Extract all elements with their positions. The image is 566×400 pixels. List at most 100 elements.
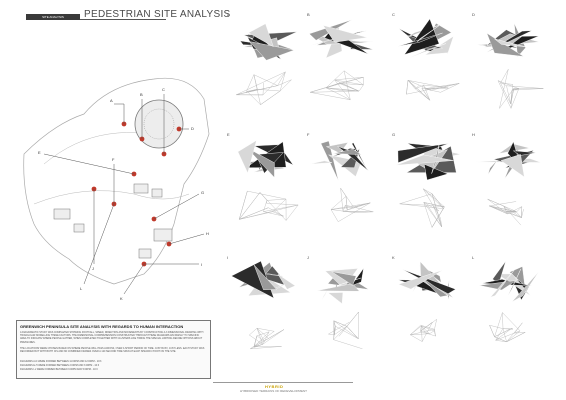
wire-edge [431,193,444,209]
wire-edge [510,88,515,105]
wire-edge [410,334,423,342]
wire-edge [358,90,360,92]
wire-edge [502,312,521,332]
wire-edge [345,196,348,211]
form-facet [325,142,349,154]
wire-edge [489,205,508,215]
description-box: GREENWICH PENINSULA SITE ANALYSIS WITH R… [16,320,211,379]
description-paragraph-1: A DIAGRAMATIC STUDY WAS COMPLETED SHOWIN… [20,331,204,344]
wire-edge [333,326,347,340]
wire-edge [325,70,345,88]
wire-edge [340,187,347,197]
diagram-cell: F [305,132,383,222]
wire-edge [434,329,436,337]
wireframe-form [330,187,374,222]
wire-edge [423,202,433,228]
wire-edge [256,328,263,345]
wire-edge [256,331,270,336]
wire-edge [420,325,435,330]
wireframe-form [497,69,544,109]
solid-form [239,23,298,61]
map-label-i: I [201,262,202,267]
wire-edge [431,193,442,228]
wire-edge [407,80,449,89]
wire-edge [421,88,441,93]
wire-edge [339,83,359,92]
wire-edge [497,80,512,109]
wire-edge [421,325,426,334]
dome-inner [143,108,175,140]
wire-edge [335,326,359,339]
site-outline [23,77,210,285]
wire-edge [334,326,336,335]
map-label-g: G [201,190,204,195]
form-facet [397,143,449,163]
site-road [33,190,190,205]
wire-edge [285,204,299,221]
wire-edge [263,211,284,217]
wire-edge [239,192,261,220]
wire-edge [415,85,420,90]
diagram-label: D [472,12,475,17]
wire-edge [423,202,439,212]
form-facet [248,23,274,48]
wire-edge [266,198,287,201]
description-paragraph-4: DIAGRAMS E-H WERE FORMED BETWEEN 2:00PM … [20,364,100,367]
building [153,228,173,242]
diagram-cell: B [305,12,383,100]
wire-edge [333,320,347,327]
wire-edge [266,203,299,206]
footer-rule [213,382,353,383]
wire-edge [510,90,513,105]
form-facet [309,160,333,165]
map-label-f: F [112,157,115,162]
wireframe-form [489,312,526,342]
solid-form [479,261,539,302]
building [73,223,85,233]
wire-edge [422,322,433,342]
page-title: PEDESTRIAN SITE ANALYSIS [84,9,231,20]
wireframe-form [406,80,460,101]
wire-edge [272,211,284,217]
wire-edge [423,188,445,207]
wire-edge [345,204,354,208]
wire-edge [514,332,526,334]
wire-edge [495,328,504,341]
description-paragraph-5: DIAGRAMS I-L WERE FORMED BETWEEN 3:00PM … [20,368,98,371]
wire-edge [440,217,442,228]
wire-edge [263,200,268,212]
wire-edge [253,74,258,90]
wire-edge [421,88,431,101]
wire-edge [420,325,422,332]
footer-subtitle: HYBRIDISED TERRAINS OF REDEVELOPMENT [240,389,307,393]
wire-edge [415,88,431,101]
diagram-cell: D [470,12,548,109]
wire-edge [249,328,258,336]
wire-edge [516,206,522,213]
wire-edge [342,202,371,212]
wire-edge [499,69,509,109]
wire-edge [502,328,507,342]
diagram-cell: I [225,255,303,349]
wire-edge [239,204,299,220]
diagram-label: J [307,255,309,260]
wire-edge [406,80,409,95]
form-facet [422,277,449,298]
wire-edge [330,206,354,210]
form-facet [487,159,498,175]
wireframe-form [410,319,437,342]
wire-edge [421,325,430,334]
form-facet [416,25,440,42]
title-underline [80,19,166,20]
map-label-a: A [110,98,113,103]
diagram-label: I [227,255,229,260]
form-facet [423,163,449,181]
form-facet [489,269,515,298]
wire-edge [353,206,374,212]
wire-edge [334,79,364,86]
wire-edge [424,87,449,89]
wire-edge [262,71,286,96]
wire-edge [487,198,508,215]
diagram-cell: E [225,132,303,221]
form-facet [500,154,525,178]
